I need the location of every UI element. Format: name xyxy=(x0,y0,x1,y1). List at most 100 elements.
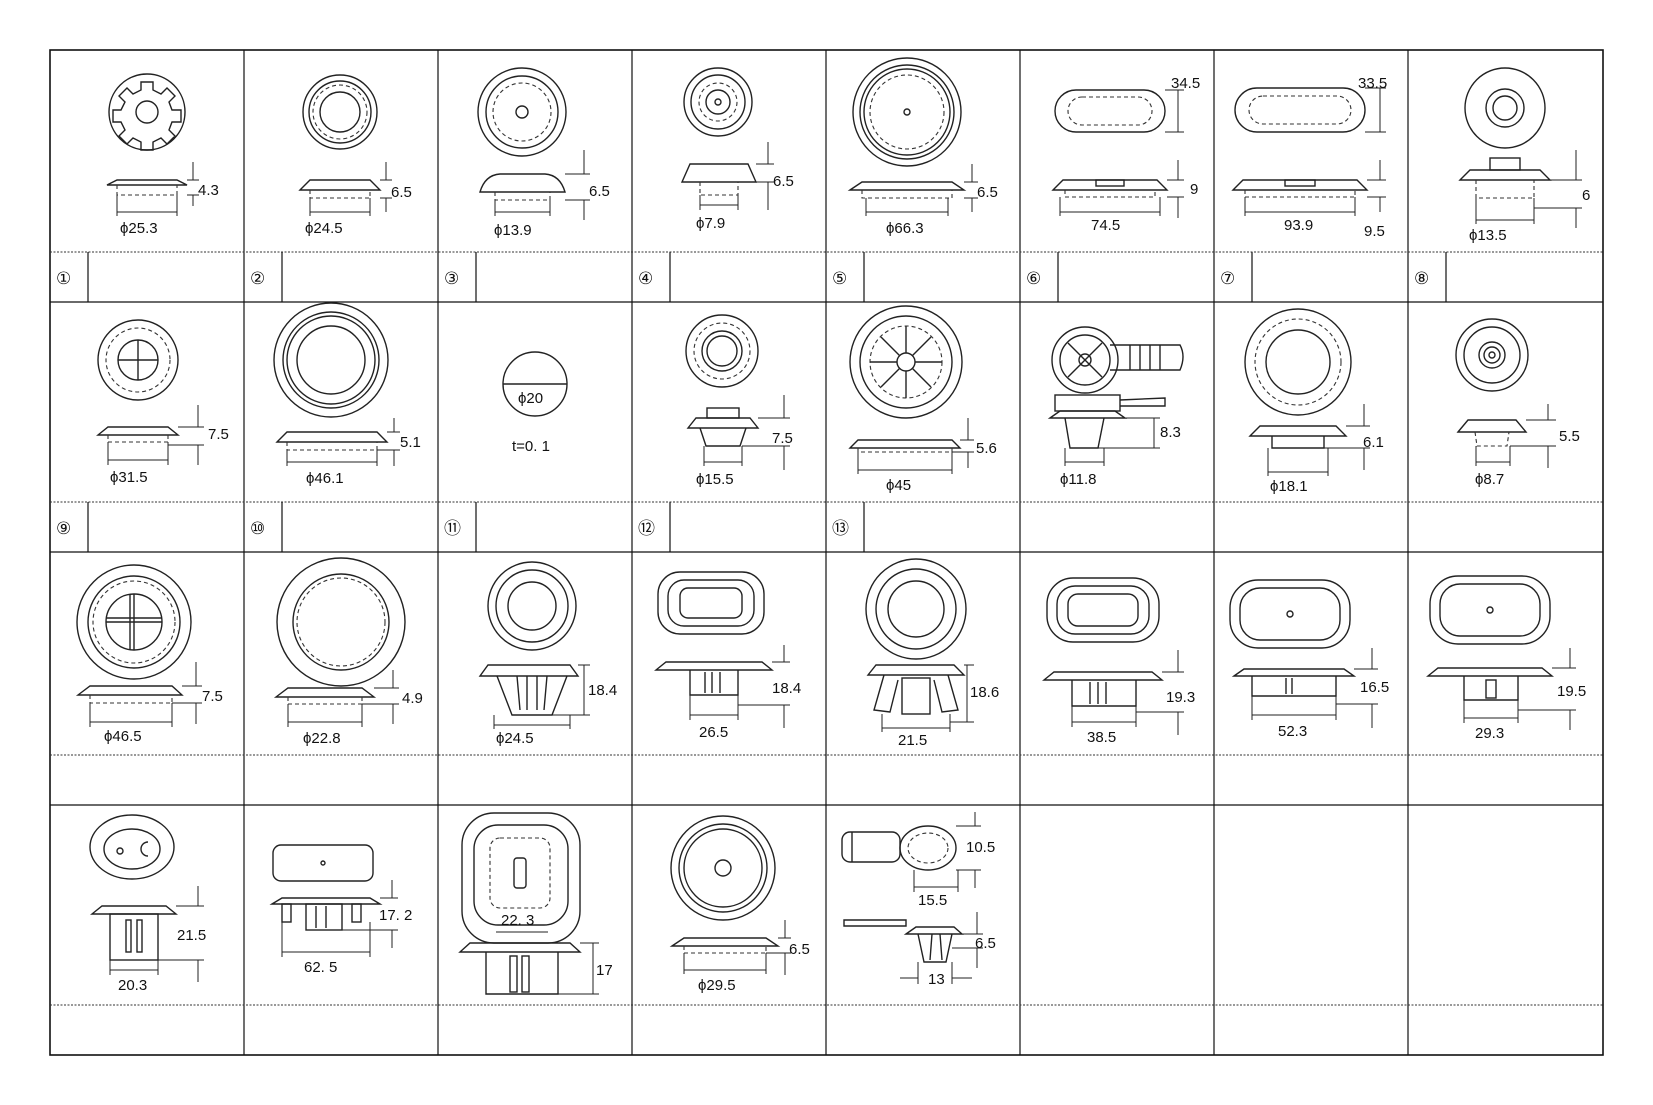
dimension-lines xyxy=(703,395,790,470)
dim-label: ϕ25.3 xyxy=(120,220,158,237)
plug-top-view xyxy=(685,314,759,388)
grommet-top-view xyxy=(1244,308,1352,416)
dim-label: 74.5 xyxy=(1091,217,1120,234)
dim-label: 17. 2 xyxy=(379,907,412,924)
dim-label: 18.4 xyxy=(772,680,801,697)
item-number-6: ⑥ xyxy=(1026,269,1041,288)
part-cell-24: 19.5 29.3 xyxy=(1426,575,1586,742)
table-grid xyxy=(49,49,1604,1056)
dim-label: 7.5 xyxy=(208,426,229,443)
grommet-cross-top-view xyxy=(76,564,192,680)
dimension-lines xyxy=(1071,650,1184,735)
item-number-1: ① xyxy=(56,269,71,288)
dimension-lines xyxy=(699,142,774,210)
dim-label: 62. 5 xyxy=(304,959,337,976)
part-cell-8: 6 ϕ13.5 xyxy=(1458,67,1590,244)
part-cell-7: 33.5 93.9 9.5 xyxy=(1231,75,1387,240)
dim-label: ϕ66.3 xyxy=(886,220,924,237)
dimension-lines xyxy=(881,664,974,732)
dim-label: 4.3 xyxy=(198,182,219,199)
dim-label: 5.1 xyxy=(400,434,421,451)
part-cell-4: 6.5 ϕ7.9 xyxy=(680,67,794,232)
dim-label: t=0. 1 xyxy=(512,438,550,455)
item-number-10: ⑩ xyxy=(250,519,265,538)
dim-label: 52.3 xyxy=(1278,723,1307,740)
dim-label: ϕ15.5 xyxy=(696,471,734,488)
rect-grommet-side-view xyxy=(1426,667,1554,701)
dimension-lines xyxy=(865,164,978,216)
rect-grommet-top-view xyxy=(1229,579,1351,649)
dim-label: 19.3 xyxy=(1166,689,1195,706)
dimension-lines xyxy=(1059,89,1184,218)
item-number-8: ⑧ xyxy=(1414,269,1429,288)
dim-label: 4.9 xyxy=(402,690,423,707)
oval-plug-side-view xyxy=(90,905,178,961)
push-grommet-top-view xyxy=(865,558,967,660)
part-cell-21: 18.6 21.5 xyxy=(865,558,999,749)
dim-label: 5.5 xyxy=(1559,428,1580,445)
part-cell-14: 8.3 ϕ11.8 xyxy=(1047,326,1184,488)
oval-grommet-top-view xyxy=(1234,87,1366,133)
number-box-dividers xyxy=(87,252,1447,552)
part-cell-27: 22. 3 17 xyxy=(458,812,613,995)
wheel-grommet-top-view xyxy=(849,305,963,419)
oval-grommet-side-view xyxy=(1231,179,1369,198)
dimension-lines xyxy=(494,150,590,220)
dim-label: 6.5 xyxy=(773,173,794,190)
grommet-side-view xyxy=(680,163,758,196)
dimension-lines xyxy=(496,931,599,995)
part-cell-17: 7.5 ϕ46.5 xyxy=(75,564,223,745)
dim-label: 16.5 xyxy=(1360,679,1389,696)
part-cell-15: 6.1 ϕ18.1 xyxy=(1244,308,1384,495)
pipe-clip-top-view xyxy=(841,825,957,871)
dim-label: 6.5 xyxy=(975,935,996,952)
part-cell-11: ϕ20 t=0. 1 xyxy=(502,351,568,455)
grommet-top-view xyxy=(273,302,389,418)
rect-grommet-side-view xyxy=(654,661,774,696)
push-grommet-side-view xyxy=(478,664,580,716)
grommet-side-view xyxy=(479,173,566,201)
part-cell-28: 6.5 ϕ29.5 xyxy=(669,815,810,994)
dim-label: 21.5 xyxy=(898,732,927,749)
plug-side-view xyxy=(1456,419,1528,447)
dim-label: 15.5 xyxy=(918,892,947,909)
seal-disk-top-view xyxy=(502,351,568,417)
plug-top-view xyxy=(1455,318,1529,392)
part-cell-9: 7.5 ϕ31.5 xyxy=(96,319,229,486)
part-cell-18: 4.9 ϕ22.8 xyxy=(273,557,423,747)
dimension-lines xyxy=(287,670,399,727)
rect-plug-side-view xyxy=(269,897,383,931)
dim-label: ϕ11.8 xyxy=(1060,471,1096,488)
grommet-side-view xyxy=(669,937,781,954)
dim-label: 5.6 xyxy=(976,440,997,457)
part-cell-25: 21.5 20.3 xyxy=(89,814,206,994)
plug-top-view xyxy=(1464,67,1546,149)
grommet-side-view xyxy=(298,179,382,199)
push-grommet-side-view xyxy=(866,664,966,715)
item-number-9: ⑨ xyxy=(56,519,71,538)
item-number-5: ⑤ xyxy=(832,269,847,288)
item-number-4: ④ xyxy=(638,269,653,288)
plug-side-view xyxy=(1458,157,1552,199)
dim-label: ϕ31.5 xyxy=(110,469,148,486)
dim-label: 29.3 xyxy=(1475,725,1504,742)
grommet-side-view xyxy=(273,687,377,705)
grommet-top-view xyxy=(852,57,962,167)
dim-label: 8.3 xyxy=(1160,424,1181,441)
dimension-lines xyxy=(900,812,983,984)
dim-label: ϕ13.5 xyxy=(1469,227,1507,244)
dim-label: 10.5 xyxy=(966,839,995,856)
part-cell-19: 18.4 ϕ24.5 xyxy=(478,561,617,747)
rect-grommet-top-view xyxy=(657,571,765,635)
dim-label: ϕ7.9 xyxy=(696,215,725,232)
rect-grommet-side-view xyxy=(1231,668,1357,697)
dim-label: ϕ13.9 xyxy=(494,222,532,239)
dimension-lines xyxy=(1251,648,1378,728)
dim-label: 6.1 xyxy=(1363,434,1384,451)
dim-label: 9.5 xyxy=(1364,223,1385,240)
dimension-lines xyxy=(857,418,974,474)
dim-label: ϕ46.5 xyxy=(104,728,142,745)
part-cell-2: 6.5 ϕ24.5 xyxy=(298,74,412,237)
dimension-lines xyxy=(1475,150,1582,228)
dimension-lines xyxy=(1475,404,1556,468)
